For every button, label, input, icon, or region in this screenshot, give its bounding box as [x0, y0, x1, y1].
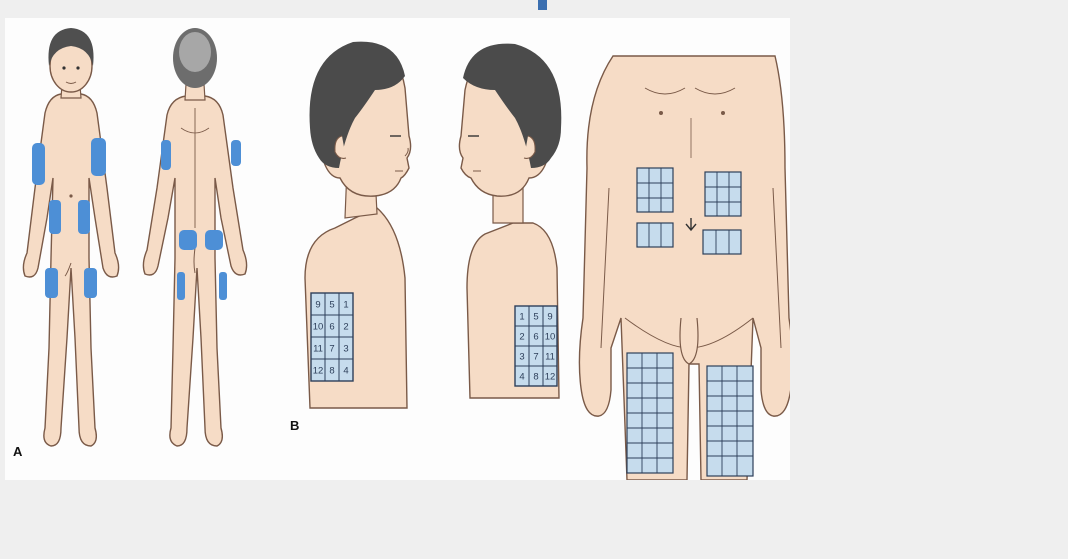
grid-number: 12 [313, 366, 324, 377]
grid-number: 10 [545, 332, 556, 343]
site-patch [161, 140, 171, 170]
thigh-grid-right [707, 366, 753, 476]
abdomen-grid-right [703, 172, 741, 254]
site-patch [49, 200, 61, 234]
site-patch [177, 272, 185, 300]
site-patch [32, 143, 45, 185]
grid-number: 8 [329, 366, 334, 377]
panel-label-a: A [13, 444, 23, 459]
grid-number: 12 [545, 372, 556, 383]
site-patch [219, 272, 227, 300]
child-front-figure [23, 28, 118, 446]
grid-number: 9 [315, 300, 320, 311]
grid-number: 2 [519, 332, 524, 343]
top-bar [0, 0, 1068, 18]
child-back-figure [143, 28, 246, 446]
grid-number: 5 [533, 312, 538, 323]
grid-number: 9 [547, 312, 552, 323]
site-patch [205, 230, 223, 250]
grid-number: 3 [519, 352, 524, 363]
grid-number: 11 [545, 352, 555, 363]
panel-label-b: B [290, 418, 299, 433]
grid-number: 2 [343, 322, 348, 333]
grid-number: 6 [329, 322, 334, 333]
grid-number: 4 [343, 366, 348, 377]
site-patch [84, 268, 97, 298]
grid-number: 11 [313, 344, 323, 355]
grid-number: 6 [533, 332, 538, 343]
text-cursor-marker [538, 0, 547, 10]
abdomen-grid-left [637, 168, 673, 247]
grid-number: 8 [533, 372, 538, 383]
grid-number: 1 [519, 312, 524, 323]
site-patch [78, 200, 90, 234]
grid-number: 1 [343, 300, 348, 311]
grid-number: 3 [343, 344, 348, 355]
grid-number: 7 [329, 344, 334, 355]
site-patch [231, 140, 241, 166]
site-patch [91, 138, 106, 176]
grid-number: 10 [313, 322, 324, 333]
torso-front-figure [579, 56, 790, 480]
grid-number: 4 [519, 372, 524, 383]
grid-number: 7 [533, 352, 538, 363]
grid-number: 5 [329, 300, 334, 311]
site-patch [45, 268, 58, 298]
thigh-grid-left [627, 353, 673, 473]
site-patch [179, 230, 197, 250]
